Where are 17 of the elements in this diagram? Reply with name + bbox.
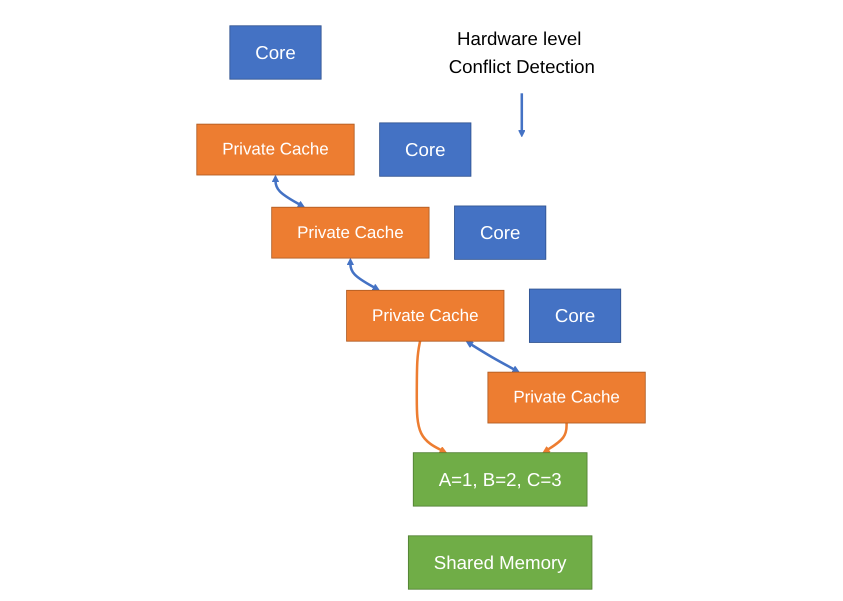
node-box: Core xyxy=(529,288,622,343)
node-box: Core xyxy=(230,25,322,80)
arrow xyxy=(518,93,526,138)
arrow xyxy=(543,423,568,454)
node-box: Private Cache xyxy=(488,372,646,424)
arrow xyxy=(416,340,448,454)
node-text: Hardware level Conflict Detection xyxy=(449,28,596,78)
arrow xyxy=(466,341,520,372)
node-box: Private Cache xyxy=(346,290,505,342)
node-box: A=1, B=2, C=3 xyxy=(413,452,588,507)
node-box: Core xyxy=(454,206,547,260)
arrow xyxy=(272,175,306,208)
node-box: Shared Memory xyxy=(408,535,593,590)
arrow xyxy=(347,258,380,291)
node-box: Private Cache xyxy=(272,206,430,259)
node-box: Core xyxy=(380,122,472,177)
node-box: Private Cache xyxy=(196,124,356,176)
